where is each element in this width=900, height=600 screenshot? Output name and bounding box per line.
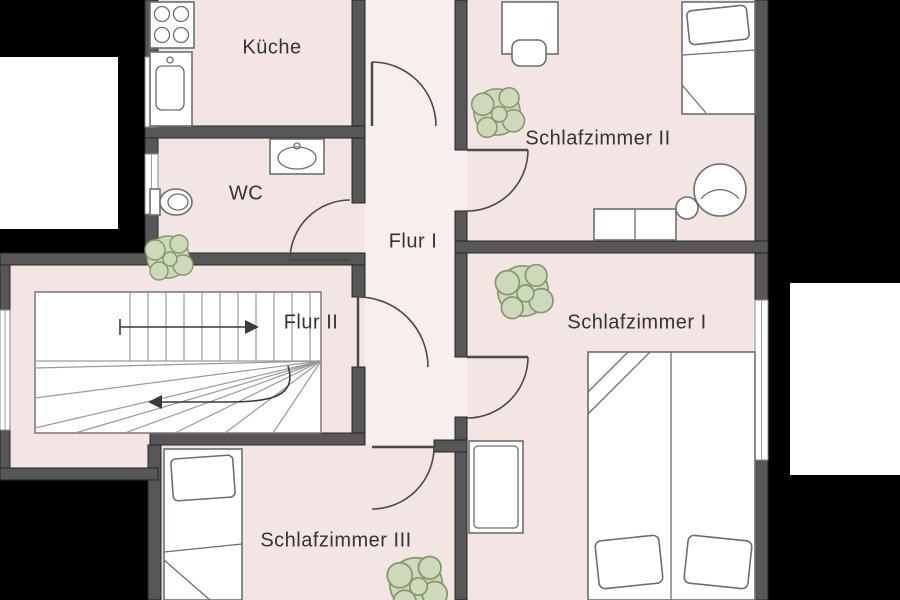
double-bed-icon [587, 351, 756, 600]
wall [149, 432, 366, 446]
single-bed-icon [681, 1, 756, 115]
door-swing-icon [356, 296, 429, 368]
door-swing-icon [289, 199, 351, 262]
stairs-icon [34, 291, 322, 434]
door-swing-icon [466, 355, 529, 419]
door-swing-icon [466, 148, 529, 212]
wall [454, 240, 769, 254]
doors [289, 61, 529, 510]
chair-icon [511, 39, 547, 67]
wall [754, 459, 769, 600]
stove-icon [149, 1, 195, 49]
room-label-kueche: Küche [242, 36, 302, 59]
wall [454, 416, 468, 600]
plant-icon [386, 555, 449, 600]
wall [144, 125, 366, 139]
walls [0, 0, 769, 600]
single-bed-icon [163, 448, 243, 600]
wall [754, 0, 769, 301]
wall [454, 210, 468, 358]
plant-icon [144, 234, 194, 281]
window-icon [0, 309, 11, 431]
room-label-flur1: Flur I [388, 230, 438, 253]
wall [433, 439, 468, 453]
furniture [144, 1, 756, 600]
room-label-flur2: Flur II [283, 311, 339, 334]
room-label-wc: WC [228, 182, 264, 205]
dresser-icon [593, 208, 677, 241]
door-swing-icon [370, 61, 437, 127]
wall [0, 467, 159, 481]
outside-area-left [0, 57, 118, 229]
side-table-icon [675, 196, 699, 220]
room-flur1-floor [365, 0, 467, 455]
wall [454, 0, 468, 151]
wall [351, 0, 366, 204]
washbasin-icon [269, 138, 325, 175]
room-label-schlafzimmer2: Schlafzimmer II [525, 127, 671, 150]
room-label-schlafzimmer3: Schlafzimmer III [260, 529, 412, 552]
room-label-schlafzimmer1: Schlafzimmer I [567, 311, 707, 334]
plant-icon [494, 263, 554, 320]
toilet-icon [149, 188, 193, 216]
plant-icon [470, 87, 526, 139]
wardrobe-icon [468, 440, 524, 534]
kitchen-counter-sink-icon [149, 51, 193, 127]
window-icon [754, 299, 769, 461]
up-direction-arrow-icon [119, 319, 291, 409]
door-swing-icon [371, 445, 435, 510]
outside-area-right [790, 283, 900, 475]
outside-areas [0, 57, 900, 475]
armchair-icon [693, 163, 747, 217]
